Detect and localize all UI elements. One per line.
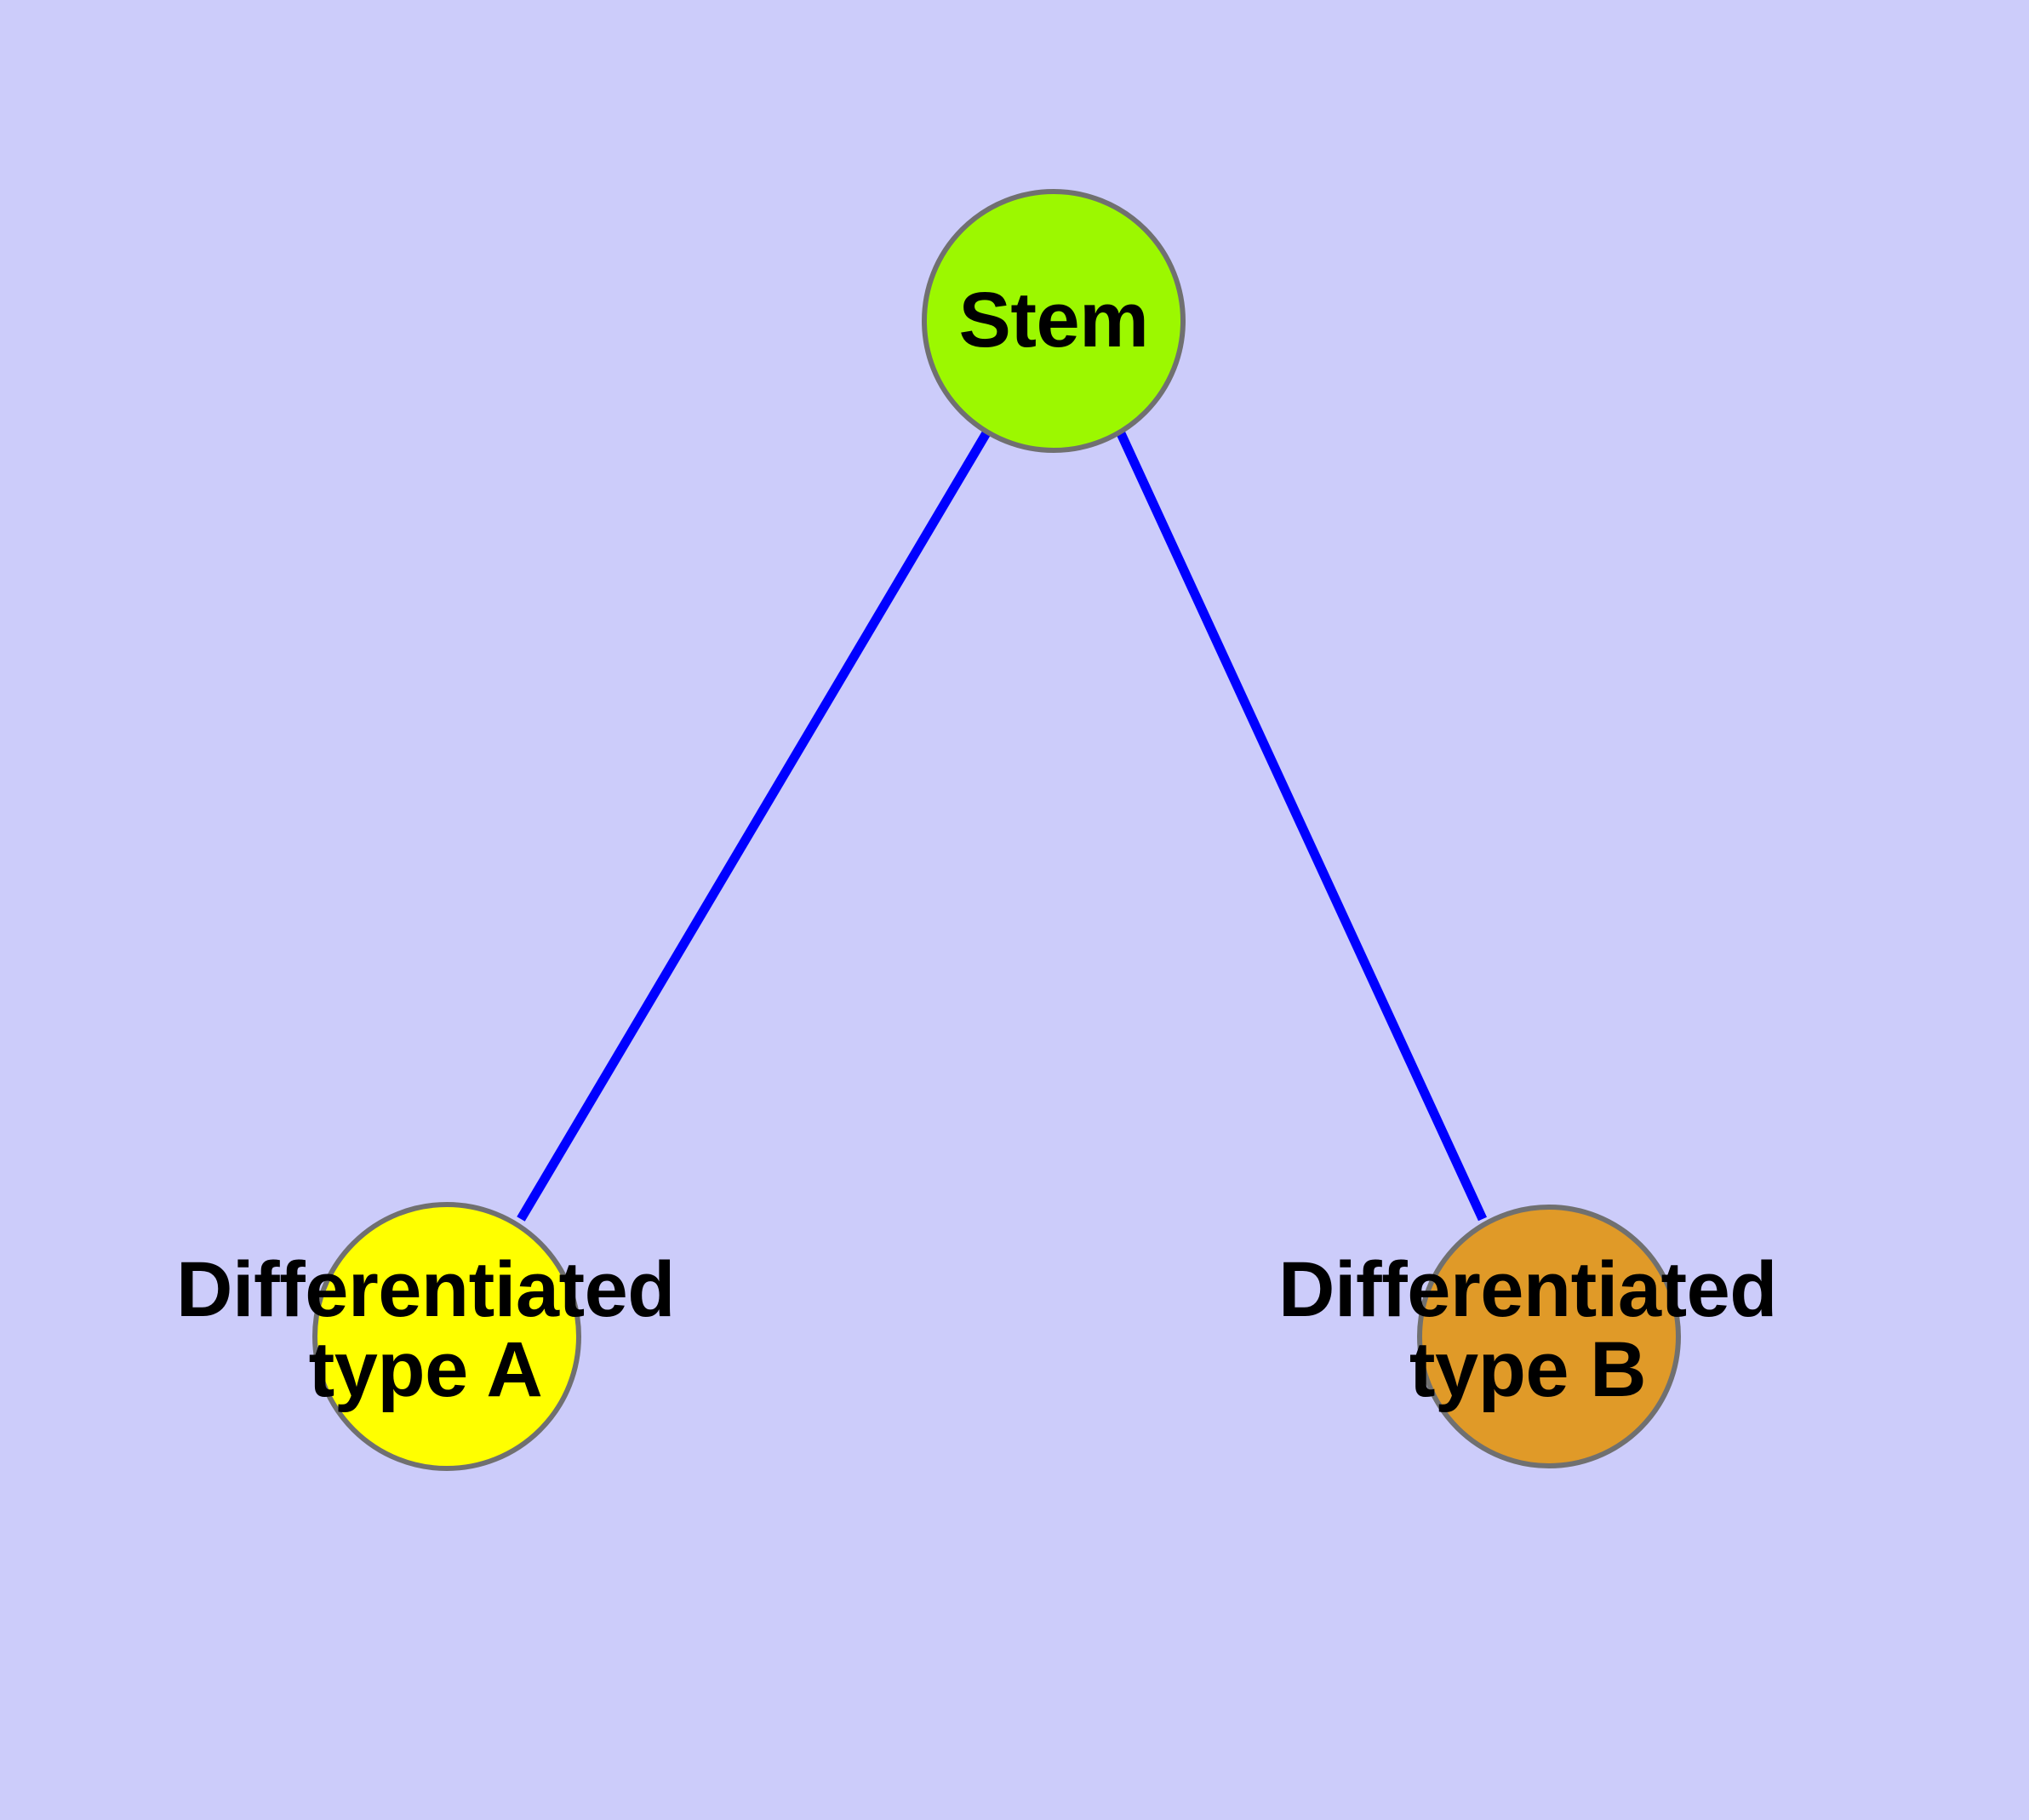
node-circle-diff_a[interactable]	[312, 1202, 581, 1471]
edges-layer	[517, 429, 1487, 1222]
edge-stem-diff-a[interactable]	[517, 429, 992, 1222]
node-circle-diff_b[interactable]	[1417, 1205, 1681, 1468]
node-circle-stem[interactable]	[922, 189, 1186, 453]
edge-stem-diff-b[interactable]	[1116, 429, 1487, 1222]
nodes-layer	[312, 189, 1681, 1471]
